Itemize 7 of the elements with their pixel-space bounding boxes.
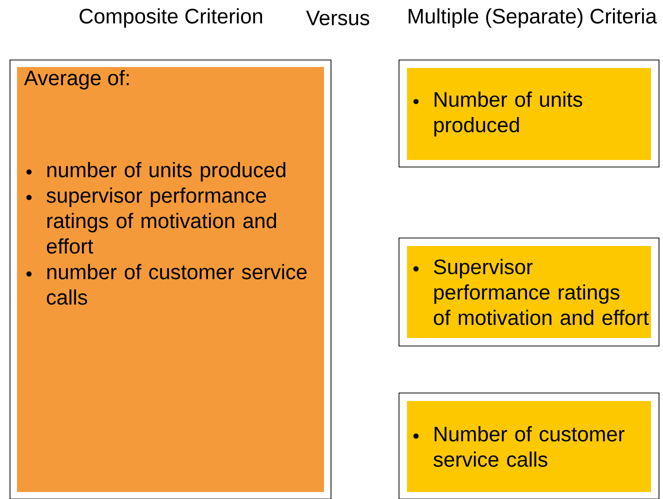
column-heading: Multiple (Separate) Criteria <box>408 8 657 28</box>
column-heading: Composite Criterion <box>80 8 262 28</box>
criterion-box: Number of units produced <box>398 60 660 168</box>
criterion-box: Number of customer service calls <box>398 392 660 499</box>
criterion-box: Average of: number of units produced supervisor performance ratings of motivation and effort number of customer service calls <box>10 60 332 499</box>
criterion-box: Supervisor performance ratings of motivation and effort <box>398 238 660 346</box>
column-heading: Versus <box>306 10 370 26</box>
